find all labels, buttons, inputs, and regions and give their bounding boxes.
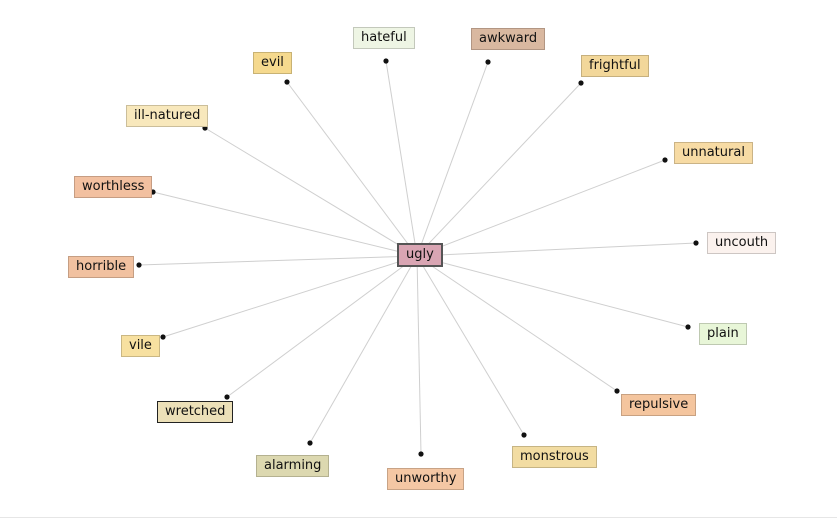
center-node-ugly[interactable]: ugly	[397, 243, 443, 267]
word-node-hateful[interactable]: hateful	[353, 27, 415, 49]
word-node-alarming[interactable]: alarming	[256, 455, 330, 477]
word-node-evil[interactable]: evil	[253, 52, 292, 74]
word-node-plain[interactable]: plain	[699, 323, 747, 345]
node-dot-monstrous	[521, 432, 527, 438]
edge-ill-natured	[204, 127, 418, 257]
node-dot-evil	[284, 79, 290, 85]
edge-uncouth	[416, 242, 697, 257]
word-node-uncouth[interactable]: uncouth	[707, 232, 777, 254]
word-node-monstrous[interactable]: monstrous	[512, 446, 597, 468]
node-dot-horrible	[136, 262, 142, 268]
edge-alarming	[309, 255, 418, 444]
edge-awkward	[416, 61, 489, 257]
node-dot-hateful	[383, 58, 389, 64]
edge-evil	[286, 81, 418, 257]
edge-unworthy	[416, 255, 422, 455]
node-dot-unnatural	[662, 157, 668, 163]
edge-repulsive	[416, 255, 618, 392]
node-dot-repulsive	[614, 388, 620, 394]
edge-worthless	[152, 191, 418, 257]
divider	[0, 517, 837, 518]
word-node-horrible[interactable]: horrible	[68, 256, 135, 278]
word-node-repulsive[interactable]: repulsive	[621, 394, 697, 416]
word-node-frightful[interactable]: frightful	[581, 55, 649, 77]
edge-vile	[162, 255, 418, 338]
edge-unnatural	[416, 159, 666, 257]
word-node-worthless[interactable]: worthless	[74, 176, 153, 198]
node-dot-wretched	[224, 394, 230, 400]
edge-horrible	[138, 255, 418, 266]
word-node-unworthy[interactable]: unworthy	[387, 468, 465, 490]
word-node-unnatural[interactable]: unnatural	[674, 142, 753, 164]
node-dot-uncouth	[693, 240, 699, 246]
edge-hateful	[385, 60, 418, 257]
node-dot-alarming	[307, 440, 313, 446]
edge-monstrous	[416, 255, 525, 436]
graph-edges	[138, 60, 697, 455]
node-dot-vile	[160, 334, 166, 340]
edge-wretched	[226, 255, 418, 398]
edge-frightful	[416, 82, 582, 257]
edge-plain	[416, 255, 689, 328]
node-dot-plain	[685, 324, 691, 330]
node-dot-unworthy	[418, 451, 424, 457]
word-node-vile[interactable]: vile	[121, 335, 160, 357]
node-dot-frightful	[578, 80, 584, 86]
node-dot-awkward	[485, 59, 491, 65]
word-node-wretched[interactable]: wretched	[157, 401, 234, 423]
word-node-awkward[interactable]: awkward	[471, 28, 546, 50]
word-node-ill-natured[interactable]: ill-natured	[126, 105, 209, 127]
